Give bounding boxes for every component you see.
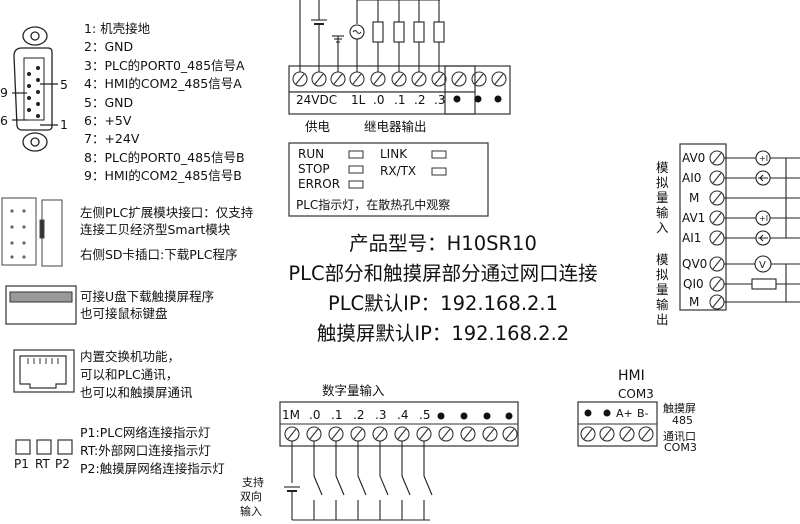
di-label-0: .0 (309, 408, 321, 422)
led-label-p2: P2 (55, 457, 70, 471)
db9-connector-icon (13, 26, 53, 152)
terminal-label-q3: .3 (434, 93, 446, 107)
db9-pin-list: 1: 机壳接地 2：GND 3：PLC的PORT0_485信号A 4：HMI的C… (84, 20, 245, 186)
usb-port-icon (5, 285, 77, 325)
terminal-label-q2: .2 (414, 93, 426, 107)
relay-output-label: 继电器输出 (364, 119, 427, 134)
hmi-note-4: COM3 (664, 441, 697, 454)
led-desc-p1: P1:PLC网络连接指示灯 (80, 425, 211, 440)
analog-label-m1: M (689, 191, 700, 205)
db9-pin-desc: 6：+5V (84, 113, 132, 129)
expansion-desc-2: 连接工贝经济型Smart模块 (80, 222, 231, 237)
svg-text:+I: +I (759, 214, 768, 223)
led-label-rt: RT (35, 457, 50, 471)
analog-label-qi0: QI0 (683, 277, 704, 291)
di-label-5: .5 (419, 408, 431, 422)
di-label-1m: 1M (282, 408, 300, 422)
connection-note: PLC部分和触摸屏部分通过网口连接 (288, 262, 598, 285)
hmi-label-a: A+ (616, 407, 633, 420)
led-desc-rt: RT:外部网口连接指示灯 (80, 443, 211, 458)
status-box (288, 142, 489, 217)
db9-pin9-label: 9 (0, 85, 8, 100)
ethernet-desc-2: 可以和PLC通讯， (80, 367, 179, 382)
db9-pin5-label: 5 (60, 77, 68, 92)
svg-text:+I: +I (759, 154, 768, 163)
hmi-note-2: 485 (672, 414, 693, 427)
ethernet-port-icon (13, 349, 75, 393)
led-desc-p2: P2:触摸屏网络连接指示灯 (80, 461, 225, 476)
hmi-label-b: B- (637, 407, 649, 420)
digital-input-title: 数字量输入 (322, 383, 385, 398)
usb-desc-1: 可接U盘下载触摸屏程序 (80, 289, 215, 304)
hmi-note-1: 触摸屏 (663, 402, 696, 415)
status-stop: STOP (298, 162, 330, 176)
db9-pin-desc: 1: 机壳接地 (84, 21, 151, 36)
status-led-icons (348, 150, 447, 189)
top-wiring (299, 0, 445, 72)
status-note: PLC指示灯，在散热孔中观察 (296, 198, 451, 212)
db9-pin-desc: 9：HMI的COM2_485信号B (84, 168, 242, 184)
analog-label-m2: M (689, 295, 700, 309)
analog-input-label: 模拟量输入 (656, 160, 669, 235)
db9-pin-desc: 4：HMI的COM2_485信号A (84, 76, 242, 92)
hmi-title: HMI (618, 368, 645, 384)
expansion-desc-1: 左侧PLC扩展模块接口：仅支持 (80, 205, 254, 220)
usb-desc-2: 也可接鼠标键盘 (80, 306, 168, 321)
status-link: LINK (380, 147, 408, 161)
analog-output-label: 模拟量输出 (656, 252, 669, 327)
status-rxtx: RX/TX (380, 164, 417, 178)
db9-pin-desc: 2：GND (84, 39, 134, 55)
status-run: RUN (298, 147, 325, 161)
bidirectional-support-label: 支持 (242, 476, 264, 489)
hmi-note-3: 通讯口 (663, 430, 696, 443)
top-terminal-block (288, 65, 511, 115)
sd-card-desc: 右侧SD卡插口:下载PLC程序 (80, 247, 238, 262)
terminal-label-24vdc: 24VDC (296, 93, 338, 107)
expansion-port-icon (1, 197, 63, 267)
analog-wiring: +I +I V (724, 150, 800, 303)
db9-pin6-label: 6 (0, 113, 8, 128)
analog-label-av1: AV1 (682, 211, 706, 225)
hmi-com3-title: COM3 (618, 387, 654, 401)
analog-label-ai0: AI0 (682, 171, 702, 185)
di-label-1: .1 (331, 408, 343, 422)
ethernet-desc-3: 也可以和触摸屏通讯 (80, 385, 193, 400)
analog-label-av0: AV0 (682, 151, 706, 165)
analog-label-qv0: QV0 (682, 257, 708, 271)
digital-input-wiring (284, 441, 433, 521)
analog-label-ai1: AI1 (682, 231, 702, 245)
db9-leader-lines (12, 83, 58, 126)
terminal-label-1l: 1L (351, 93, 366, 107)
led-indicator-icons (15, 439, 73, 455)
db9-pin-desc: 5：GND (84, 94, 134, 110)
db9-pin-desc: 3：PLC的PORT0_485信号A (84, 57, 245, 73)
led-label-p1: P1 (14, 457, 29, 471)
db9-pins (27, 66, 40, 118)
digital-terminal-block (279, 401, 519, 447)
db9-pin1-label: 1 (60, 117, 68, 132)
analog-terminal-block (679, 143, 727, 311)
model-number: 产品型号：H10SR10 (349, 232, 537, 255)
ethernet-desc-1: 内置交换机功能， (80, 349, 181, 364)
terminal-label-q0: .0 (373, 93, 385, 107)
di-label-3: .3 (375, 408, 387, 422)
svg-text:V: V (759, 260, 766, 271)
status-error: ERROR (298, 177, 341, 191)
hmi-com3-block (577, 401, 658, 447)
plc-default-ip: PLC默认IP：192.168.2.1 (327, 292, 559, 315)
power-label: 供电 (305, 119, 331, 134)
bidirectional-label: 双向 (240, 490, 262, 503)
bidirectional-input-label: 输入 (240, 505, 262, 518)
di-label-2: .2 (353, 408, 365, 422)
hmi-default-ip: 触摸屏默认IP：192.168.2.2 (316, 322, 570, 345)
db9-pin-desc: 7：+24V (84, 131, 140, 147)
terminal-label-q1: .1 (394, 93, 406, 107)
db9-pin-desc: 8：PLC的PORT0_485信号B (84, 149, 245, 165)
di-label-4: .4 (397, 408, 409, 422)
